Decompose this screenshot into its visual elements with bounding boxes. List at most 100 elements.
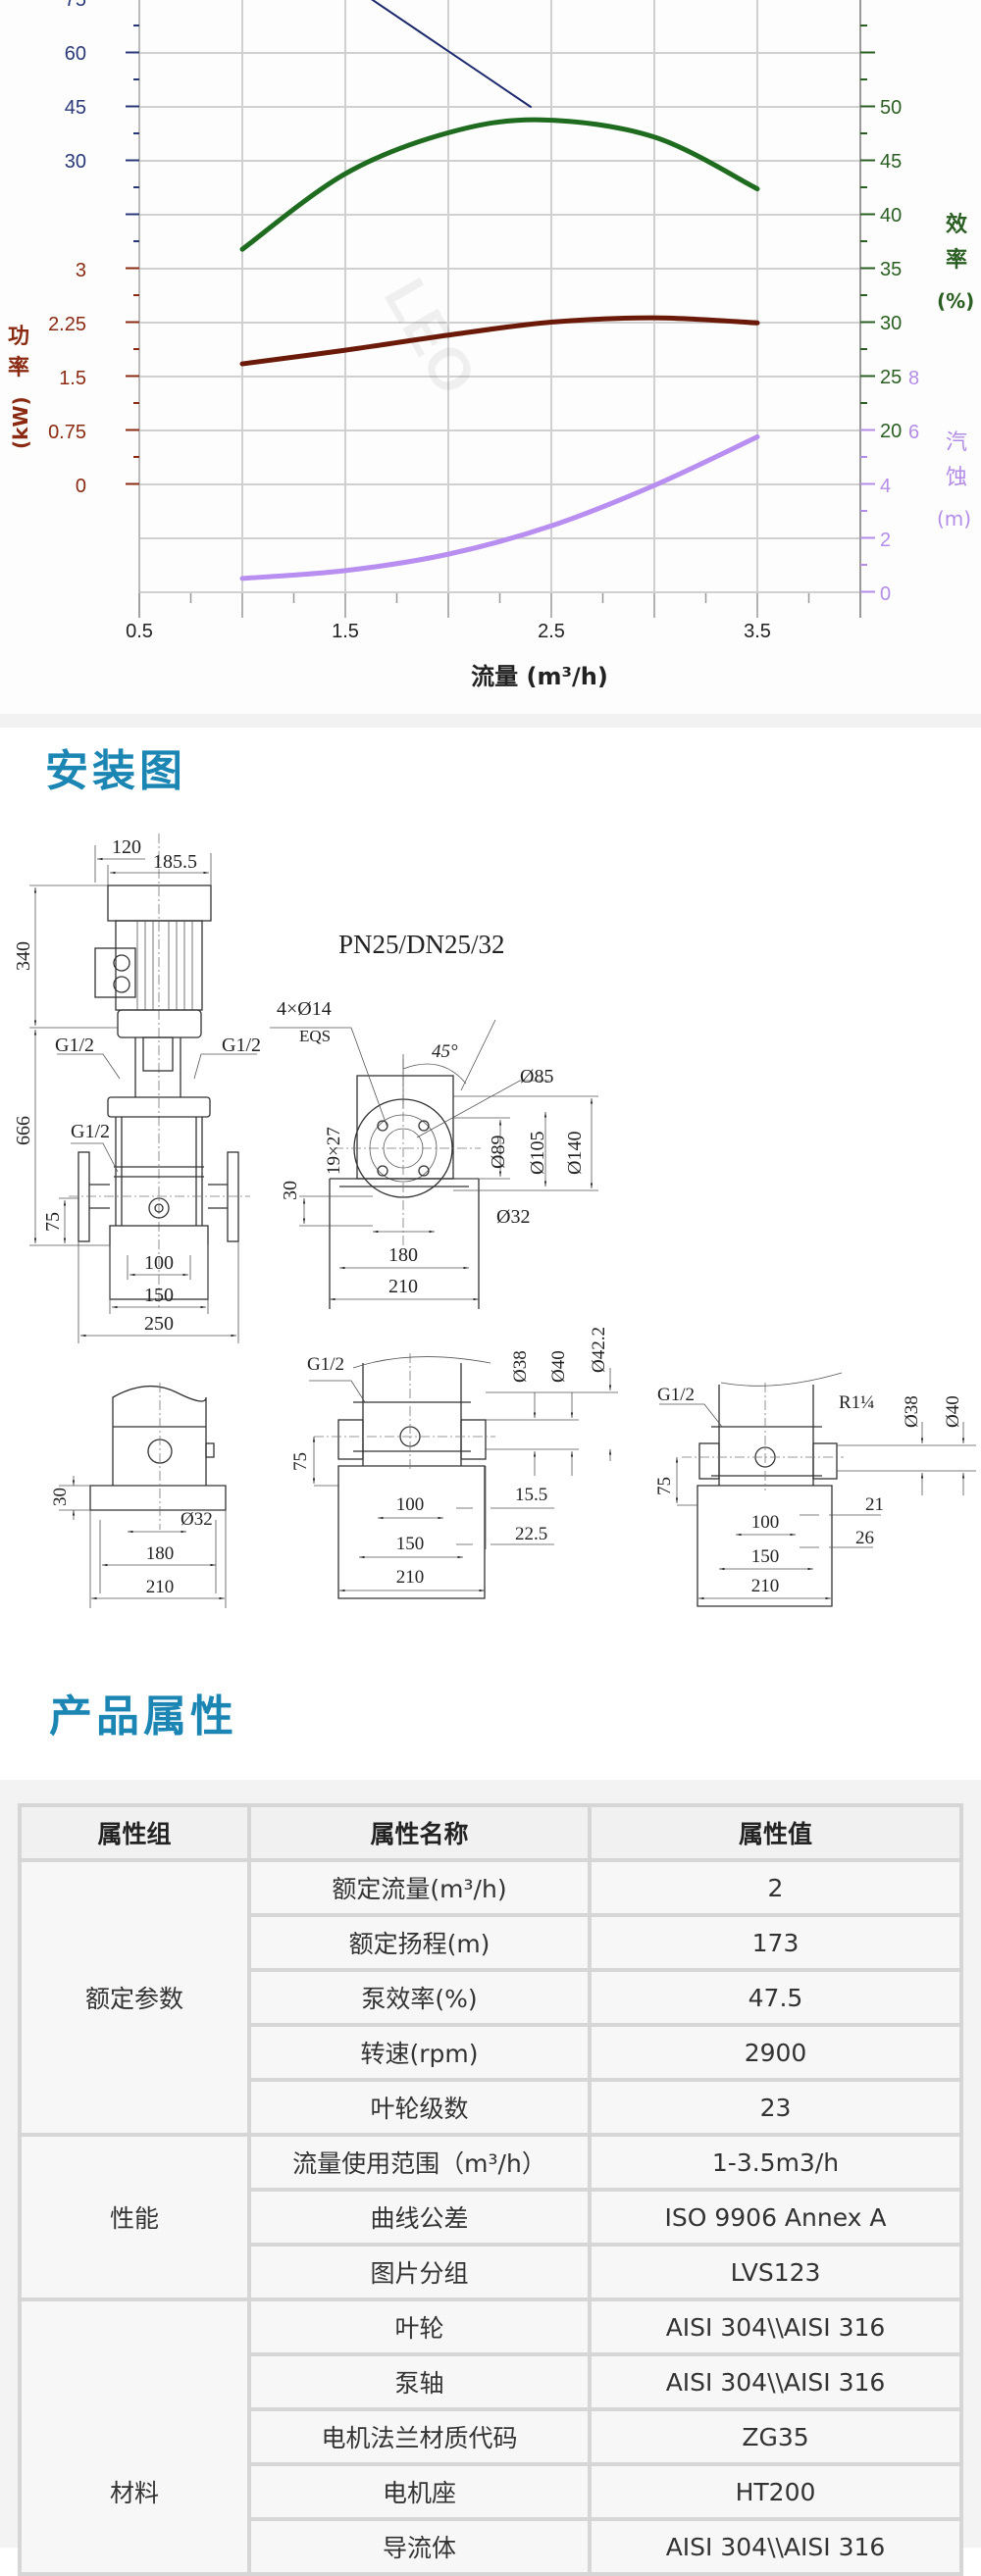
svg-text:150: 150 bbox=[751, 1546, 780, 1567]
property-name-cell: 额定流量(m³/h) bbox=[251, 1862, 588, 1913]
table-header-row: 属性组 属性名称 属性值 bbox=[22, 1807, 959, 1858]
power-tick-label: 0.75 bbox=[48, 422, 86, 443]
svg-text:率: 率 bbox=[946, 247, 967, 273]
x-tick-label: 2.5 bbox=[538, 621, 565, 642]
svg-text:Ø85: Ø85 bbox=[520, 1066, 553, 1087]
svg-text:G1/2: G1/2 bbox=[71, 1121, 110, 1142]
table-row: 性能流量使用范围（m³/h）1-3.5m3/h bbox=[22, 2137, 959, 2298]
pump-elevation-view: 120 185.5 340 666 75 G1/2 G1/2 G1/2 100 … bbox=[13, 833, 261, 1343]
efficiency-tick-label: 35 bbox=[880, 259, 902, 280]
property-group-cell: 额定参数 bbox=[22, 1862, 247, 2133]
svg-text:Ø140: Ø140 bbox=[564, 1132, 586, 1175]
x-tick-label: 1.5 bbox=[332, 621, 359, 642]
table-row: 泵效率(%)47.5 bbox=[22, 1972, 959, 2023]
head-tick-label: 75 bbox=[65, 0, 86, 11]
section-divider bbox=[0, 714, 981, 728]
svg-text:210: 210 bbox=[388, 1276, 418, 1297]
efficiency-tick-label: 20 bbox=[880, 421, 902, 442]
npsh-tick-label: 2 bbox=[880, 530, 891, 551]
property-value-cell: AISI 304\\AISI 316 bbox=[592, 2356, 959, 2407]
svg-text:率: 率 bbox=[8, 355, 29, 380]
svg-text:Ø32: Ø32 bbox=[496, 1206, 530, 1228]
property-value-cell: 1-3.5m3/h bbox=[592, 2137, 959, 2188]
svg-text:100: 100 bbox=[144, 1252, 174, 1274]
property-group-cell: 材料 bbox=[22, 2301, 247, 2572]
efficiency-tick-label: 30 bbox=[880, 313, 902, 334]
terminal-icon bbox=[113, 954, 130, 972]
svg-text:Ø32: Ø32 bbox=[181, 1509, 213, 1530]
power-curve bbox=[239, 315, 760, 367]
threaded-side-view: G1/2 R1¼ Ø38 Ø40 75 100 21 150 26 210 bbox=[654, 1372, 976, 1607]
svg-text:4×Ø14: 4×Ø14 bbox=[277, 998, 332, 1020]
svg-text:Ø105: Ø105 bbox=[527, 1132, 548, 1175]
power-tick-label: 0 bbox=[76, 476, 86, 497]
svg-text:21: 21 bbox=[865, 1494, 884, 1515]
svg-text:180: 180 bbox=[388, 1244, 418, 1266]
svg-text:(%): (%) bbox=[937, 289, 974, 313]
property-name-cell: 电机座 bbox=[251, 2466, 588, 2517]
svg-text:250: 250 bbox=[144, 1313, 174, 1335]
svg-text:150: 150 bbox=[396, 1534, 425, 1554]
svg-text:R1¼: R1¼ bbox=[839, 1392, 874, 1413]
svg-text:100: 100 bbox=[396, 1494, 425, 1515]
head-tick-label: 60 bbox=[65, 43, 86, 65]
npsh-tick-label: 6 bbox=[908, 422, 919, 443]
svg-text:340: 340 bbox=[13, 941, 34, 971]
property-name-cell: 额定扬程(m) bbox=[251, 1917, 588, 1968]
svg-text:45°: 45° bbox=[432, 1041, 458, 1062]
property-name-cell: 泵效率(%) bbox=[251, 1972, 588, 2023]
property-name-cell: 转速(rpm) bbox=[251, 2027, 588, 2078]
svg-text:汽: 汽 bbox=[946, 430, 967, 455]
svg-text:(m): (m) bbox=[937, 507, 971, 530]
header-group: 属性组 bbox=[22, 1807, 247, 1858]
svg-text:Ø42.2: Ø42.2 bbox=[589, 1327, 609, 1373]
svg-text:185.5: 185.5 bbox=[153, 851, 197, 873]
svg-text:150: 150 bbox=[144, 1285, 174, 1306]
efficiency-axis-title: 效 率 (%) bbox=[937, 212, 974, 313]
head-tick-label: 30 bbox=[65, 151, 86, 173]
header-name: 属性名称 bbox=[251, 1807, 588, 1858]
svg-text:666: 666 bbox=[13, 1116, 34, 1145]
svg-text:Ø38: Ø38 bbox=[510, 1350, 531, 1383]
svg-text:Ø40: Ø40 bbox=[943, 1395, 963, 1428]
svg-text:30: 30 bbox=[50, 1488, 71, 1506]
svg-text:210: 210 bbox=[751, 1576, 780, 1596]
npsh-tick-label: 0 bbox=[880, 583, 891, 605]
efficiency-tick-label: 40 bbox=[880, 205, 902, 227]
property-value-cell: 23 bbox=[592, 2082, 959, 2133]
svg-text:15.5: 15.5 bbox=[515, 1485, 547, 1505]
efficiency-curve bbox=[239, 117, 760, 252]
property-value-cell: LVS123 bbox=[592, 2247, 959, 2298]
installation-drawing: 120 185.5 340 666 75 G1/2 G1/2 G1/2 100 … bbox=[13, 833, 976, 1608]
head-curve bbox=[371, 0, 532, 108]
svg-text:120: 120 bbox=[112, 836, 141, 858]
property-value-cell: ZG35 bbox=[592, 2411, 959, 2462]
table-row: 额定扬程(m)173 bbox=[22, 1917, 959, 1968]
x-tick-label: 0.5 bbox=[126, 621, 153, 642]
svg-text:180: 180 bbox=[146, 1543, 175, 1564]
table-row: 转速(rpm)2900 bbox=[22, 2027, 959, 2078]
svg-text:30: 30 bbox=[280, 1181, 301, 1200]
svg-text:100: 100 bbox=[751, 1512, 780, 1533]
svg-text:210: 210 bbox=[146, 1577, 175, 1597]
svg-text:Ø89: Ø89 bbox=[488, 1136, 509, 1169]
property-value-cell: HT200 bbox=[592, 2466, 959, 2517]
property-name-cell: 叶轮级数 bbox=[251, 2082, 588, 2133]
property-value-cell: AISI 304\\AISI 316 bbox=[592, 2521, 959, 2572]
property-value-cell: AISI 304\\AISI 316 bbox=[592, 2301, 959, 2352]
svg-text:75: 75 bbox=[654, 1477, 675, 1495]
table-row: 额定参数额定流量(m³/h)2 bbox=[22, 1862, 959, 2133]
svg-text:75: 75 bbox=[290, 1452, 311, 1471]
svg-text:Ø38: Ø38 bbox=[902, 1395, 922, 1428]
property-name-cell: 叶轮 bbox=[251, 2301, 588, 2352]
npsh-axis-title: 汽 蚀 (m) bbox=[937, 430, 971, 530]
x-tick-label: 3.5 bbox=[744, 621, 771, 642]
